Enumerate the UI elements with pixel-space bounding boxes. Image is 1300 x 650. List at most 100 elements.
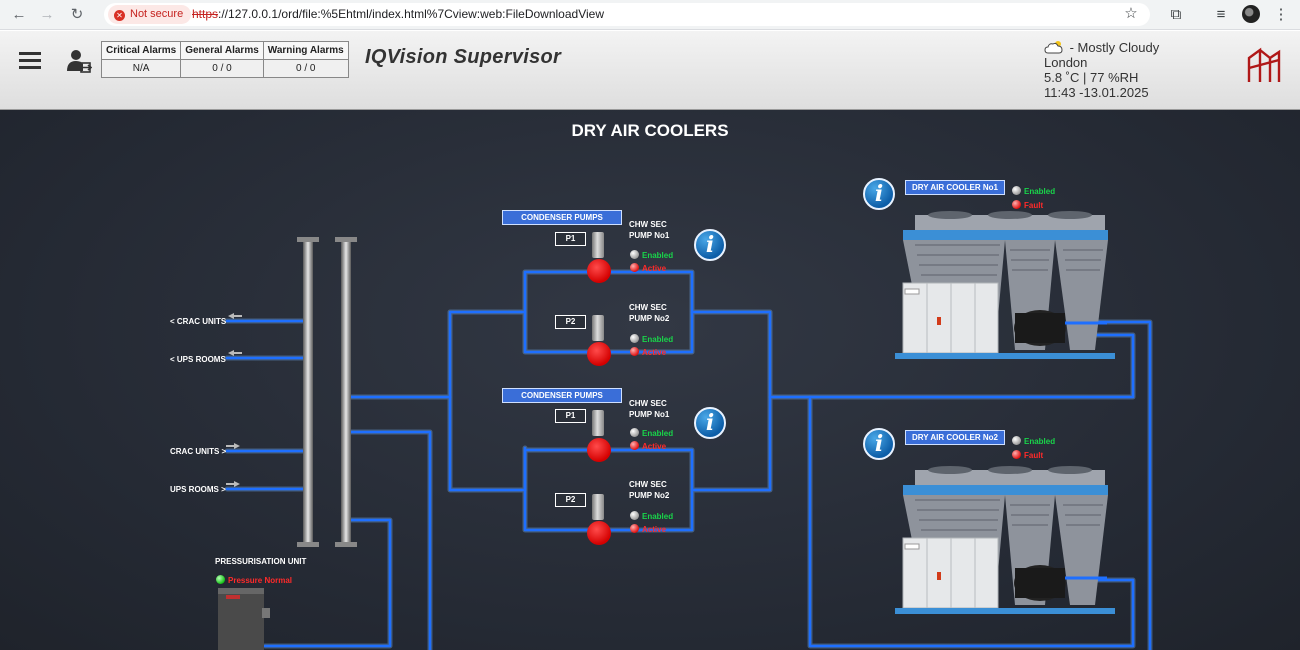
pipe-label-ups-in: UPS ROOMS > [170, 485, 226, 494]
pump-2-1-name-line1: CHW SEC [629, 399, 667, 408]
enabled-label: Enabled [1024, 437, 1056, 446]
warning-icon: ✕ [114, 10, 125, 21]
pump-2-1-tag[interactable]: P1 [555, 409, 586, 423]
status-led [630, 347, 639, 356]
bookmark-star-icon[interactable]: ☆ [1124, 5, 1138, 22]
cooler-1-name[interactable]: DRY AIR COOLER No1 [905, 180, 1005, 195]
warning-alarms-header[interactable]: Warning Alarms [262, 41, 349, 60]
extensions-icon[interactable]: ⧉ [1170, 6, 1182, 23]
company-logo [1247, 47, 1281, 82]
pipe-label-crac-in: CRAC UNITS > [170, 447, 227, 456]
cloudy-icon [1044, 41, 1063, 54]
status-led [216, 575, 225, 584]
pump-1-1-name-line1: CHW SEC [629, 220, 667, 229]
status-led [630, 511, 639, 520]
alarm-summary-table: Critical Alarms General Alarms Warning A… [100, 41, 349, 78]
security-label: Not secure [130, 8, 184, 20]
address-bar[interactable]: ✕ Not secure https://127.0.0.1/ord/file:%… [104, 3, 1150, 26]
cooler-1-fault-status: Fault [1012, 195, 1043, 213]
status-led [630, 428, 639, 437]
fault-label: Fault [1024, 451, 1044, 460]
profile-avatar[interactable] [1242, 5, 1260, 23]
weather-datetime: 11:43 -13.01.2025 [1044, 85, 1149, 100]
pipe-label-ups-out: < UPS ROOMS [170, 355, 226, 364]
pump-1-2-enabled-status: Enabled [630, 329, 673, 347]
general-alarms-header[interactable]: General Alarms [180, 41, 264, 60]
weather-condition: - Mostly Cloudy [1066, 40, 1160, 55]
url-protocol: https [192, 7, 219, 21]
general-alarms-value: 0 / 0 [180, 59, 264, 78]
reading-list-icon[interactable]: ≡ [1216, 6, 1226, 23]
app-header: Critical Alarms General Alarms Warning A… [0, 31, 1300, 110]
enabled-label: Enabled [642, 251, 674, 260]
pump-1-2-motor [592, 315, 604, 341]
back-icon[interactable]: ← [11, 6, 27, 23]
enabled-label: Enabled [642, 429, 674, 438]
url-text[interactable]: https://127.0.0.1/ord/file:%5Ehtml/index… [192, 3, 604, 26]
pump-group-2-info-icon[interactable]: i [694, 407, 726, 439]
cooler-2-fault-status: Fault [1012, 445, 1043, 463]
cooler-1-info-icon[interactable]: i [863, 178, 895, 210]
status-led [1012, 436, 1021, 445]
status-led [630, 263, 639, 272]
pump-2-2-name-line1: CHW SEC [629, 480, 667, 489]
enabled-label: Enabled [1024, 187, 1056, 196]
cooler-2-enabled-status: Enabled [1012, 431, 1055, 449]
active-label: Active [642, 442, 667, 451]
active-label: Active [642, 264, 667, 273]
pressurisation-status[interactable]: Pressure Normal [216, 570, 292, 588]
cooler-2-name[interactable]: DRY AIR COOLER No2 [905, 430, 1005, 445]
weather-reading: 5.8 ˚C | 77 %RH [1044, 70, 1139, 85]
status-led [1012, 450, 1021, 459]
pump-1-2-active-status: Active [630, 342, 666, 360]
critical-alarms-value: N/A [100, 59, 182, 78]
pump-1-2-tag[interactable]: P2 [555, 315, 586, 329]
status-led [1012, 200, 1021, 209]
critical-alarms-header[interactable]: Critical Alarms [100, 41, 182, 60]
dry-air-cooler-2-graphic [895, 466, 1115, 614]
browser-toolbar: ← → ↻ ✕ Not secure https://127.0.0.1/ord/… [0, 0, 1300, 30]
pump-1-1-enabled-status: Enabled [630, 245, 673, 263]
user-logout-icon[interactable] [66, 48, 92, 74]
more-menu-icon[interactable]: ⋮ [1273, 6, 1289, 23]
security-badge[interactable]: ✕ Not secure [108, 5, 192, 24]
menu-icon[interactable] [19, 52, 41, 70]
pump-2-1-name-line2: PUMP No1 [629, 410, 670, 419]
pump-1-2-name-line1: CHW SEC [629, 303, 667, 312]
pressurisation-title: PRESSURISATION UNIT [215, 557, 307, 566]
pump-group-1-info-icon[interactable]: i [694, 229, 726, 261]
pump-1-1-tag[interactable]: P1 [555, 232, 586, 246]
warning-alarms-value: 0 / 0 [262, 59, 349, 78]
pump-1-1-motor [592, 232, 604, 258]
pump-1-1-icon[interactable] [587, 259, 611, 283]
status-led [630, 334, 639, 343]
dry-air-cooler-1-graphic [895, 211, 1115, 359]
pump-2-2-tag[interactable]: P2 [555, 493, 586, 507]
pipework-diagram [218, 237, 1153, 650]
enabled-label: Enabled [642, 512, 674, 521]
app-title: IQVision Supervisor [365, 46, 562, 68]
weather-city: London [1044, 55, 1088, 70]
fault-label: Fault [1024, 201, 1044, 210]
pump-2-1-motor [592, 410, 604, 436]
pump-group-1-title: CONDENSER PUMPS [502, 210, 622, 225]
pump-1-1-name-line2: PUMP No1 [629, 231, 670, 240]
pump-2-2-enabled-status: Enabled [630, 506, 673, 524]
scada-title: DRY AIR COOLERS [571, 121, 729, 140]
active-label: Active [642, 348, 667, 357]
reload-icon[interactable]: ↻ [70, 6, 84, 23]
pump-2-1-icon[interactable] [587, 438, 611, 462]
pump-2-2-icon[interactable] [587, 521, 611, 545]
pump-1-2-icon[interactable] [587, 342, 611, 366]
pump-2-1-enabled-status: Enabled [630, 423, 673, 441]
weather-widget: - Mostly Cloudy London 5.8 ˚C | 77 %RH 1… [1044, 40, 1159, 100]
url-path: ://127.0.0.1/ord/file:%5Ehtml/index.html… [218, 7, 604, 21]
forward-icon[interactable]: → [39, 6, 55, 23]
status-led [630, 441, 639, 450]
status-led [1012, 186, 1021, 195]
cooler-2-info-icon[interactable]: i [863, 428, 895, 460]
pipe-label-crac-out: < CRAC UNITS [170, 317, 227, 326]
pump-2-2-motor [592, 494, 604, 520]
flow-return-headers [297, 237, 357, 547]
enabled-label: Enabled [642, 335, 674, 344]
